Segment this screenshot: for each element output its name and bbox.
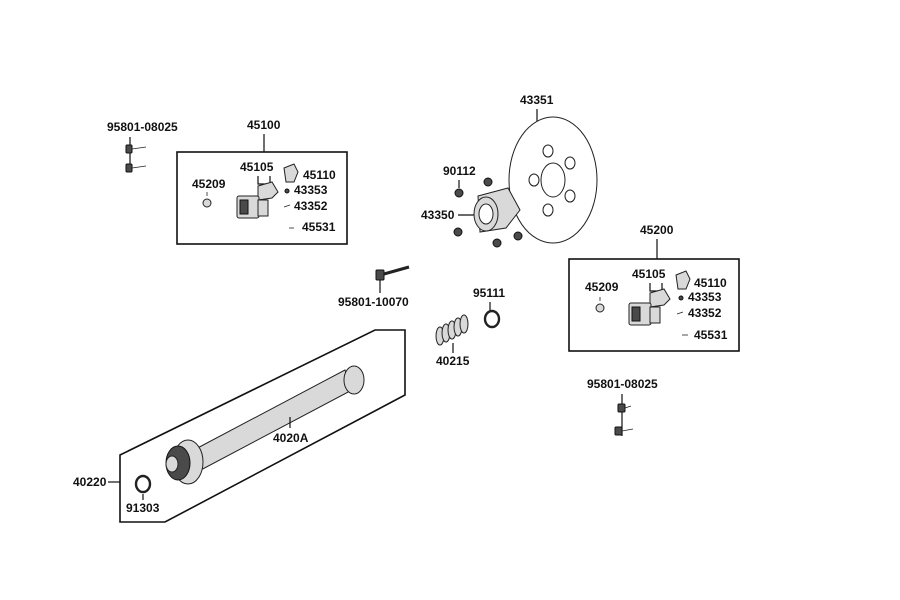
axle-assembly-outline (119, 329, 406, 523)
label-left-43352[interactable]: 43352 (294, 199, 328, 213)
label-hub[interactable]: 43350 (421, 208, 455, 222)
label-right-45110[interactable]: 45110 (694, 276, 727, 290)
label-right-45105[interactable]: 45105 (632, 267, 666, 281)
label-left-45110[interactable]: 45110 (303, 168, 336, 182)
spring-icon (435, 314, 469, 346)
bolt-icon (614, 403, 634, 436)
bolt-icon (375, 265, 410, 281)
label-long-bolt[interactable]: 95801-10070 (338, 295, 409, 309)
label-bolt-bottom-right[interactable]: 95801-08025 (587, 377, 658, 391)
disc-icon (508, 116, 598, 244)
label-right-43352[interactable]: 43352 (688, 306, 722, 320)
label-right-45209[interactable]: 45209 (585, 280, 619, 294)
clip-icon (483, 309, 501, 329)
caliper-right-box (568, 258, 740, 352)
label-ring[interactable]: 91303 (126, 501, 160, 515)
caliper-icon (202, 163, 299, 229)
label-axle-assembly[interactable]: 40220 (73, 475, 107, 489)
caliper-left-box (176, 151, 348, 245)
label-caliper-left-group[interactable]: 45100 (247, 118, 281, 132)
label-axle[interactable]: 4020A (273, 431, 309, 445)
label-clip[interactable]: 95111 (473, 286, 505, 300)
label-disc[interactable]: 43351 (520, 93, 554, 107)
caliper-icon (595, 270, 691, 336)
label-left-43353[interactable]: 43353 (294, 183, 328, 197)
ring-icon (134, 474, 152, 494)
bolt-icon (125, 144, 147, 173)
label-caliper-right-group[interactable]: 45200 (640, 223, 674, 237)
label-nut[interactable]: 90112 (443, 164, 476, 178)
label-bolt-top-left[interactable]: 95801-08025 (107, 120, 178, 134)
label-spring[interactable]: 40215 (436, 354, 470, 368)
label-left-45209[interactable]: 45209 (192, 177, 226, 191)
label-left-45105[interactable]: 45105 (240, 160, 274, 174)
label-left-45531[interactable]: 45531 (302, 220, 336, 234)
label-right-45531[interactable]: 45531 (694, 328, 728, 342)
hub-icon (453, 177, 523, 248)
label-right-43353[interactable]: 43353 (688, 290, 722, 304)
axle-icon (165, 365, 365, 485)
